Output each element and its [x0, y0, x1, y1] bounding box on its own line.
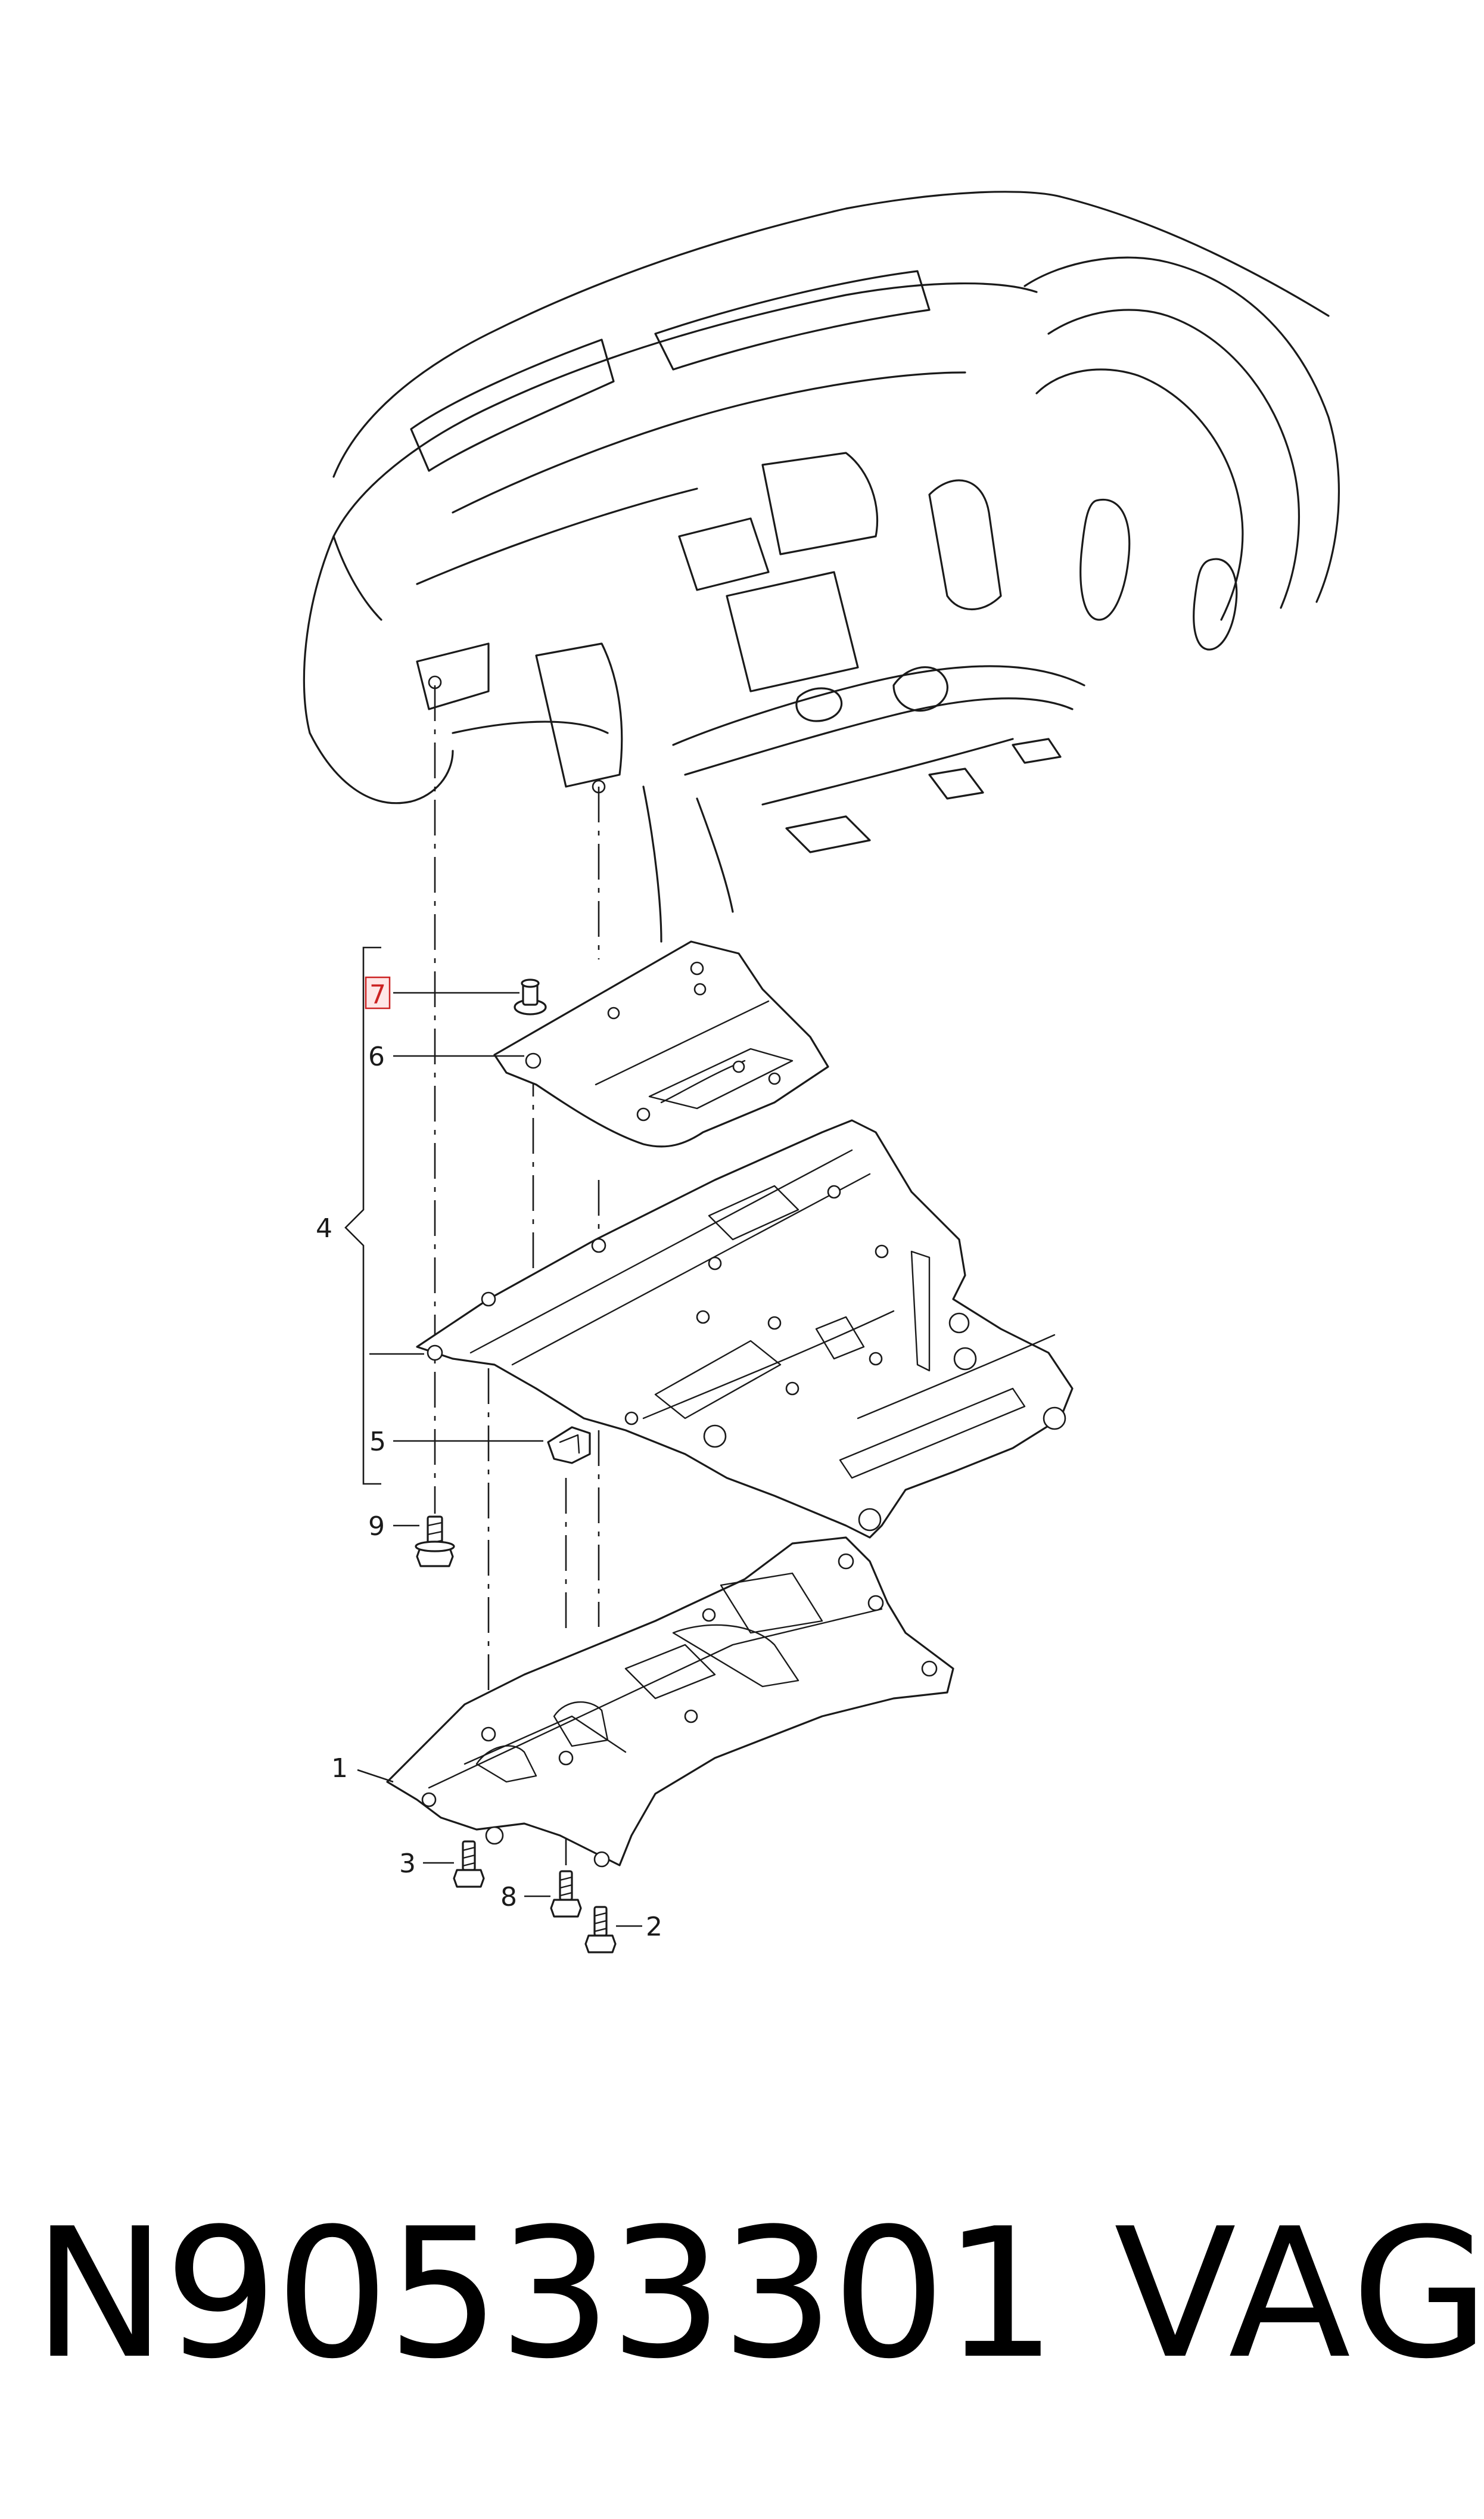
- assembly-guide-lines: [434, 685, 600, 1865]
- vehicle-front-body: [303, 191, 1340, 943]
- callout-7-highlight: [365, 976, 391, 1010]
- callout-2: 2: [646, 1912, 662, 1942]
- part-8-bolt: [550, 1870, 582, 1918]
- part-7-clip-nut: [514, 979, 547, 1015]
- callout-4: 4: [316, 1213, 332, 1244]
- part-3-bolt: [453, 1840, 485, 1888]
- part-number: N90533301: [33, 2190, 1057, 2398]
- part-2-bolt: [584, 1906, 617, 1953]
- callout-3: 3: [399, 1849, 416, 1879]
- part-1-lower-cover-tray: [386, 1536, 954, 1868]
- leader-lines: [344, 946, 642, 1927]
- callout-labels: 7 6 4 5 9 1 3 8 2: [316, 976, 662, 1942]
- callout-1: 1: [331, 1753, 348, 1784]
- callout-9: 9: [368, 1511, 385, 1542]
- callout-6: 6: [368, 1042, 385, 1072]
- callout-7: 7: [369, 980, 386, 1010]
- part-9-bolt: [415, 1515, 455, 1567]
- callout-5: 5: [369, 1427, 386, 1457]
- part-5-bracket-clip: [547, 1426, 591, 1464]
- part-6-small-cover-plate: [493, 940, 829, 1148]
- part-4-main-underbody-cover: [416, 1119, 1074, 1539]
- callout-8: 8: [500, 1882, 517, 1912]
- exploded-parts-diagram: 7 6 4 5 9 1 3 8 2: [303, 191, 1340, 1953]
- brand-name: VAG: [1114, 2190, 1484, 2398]
